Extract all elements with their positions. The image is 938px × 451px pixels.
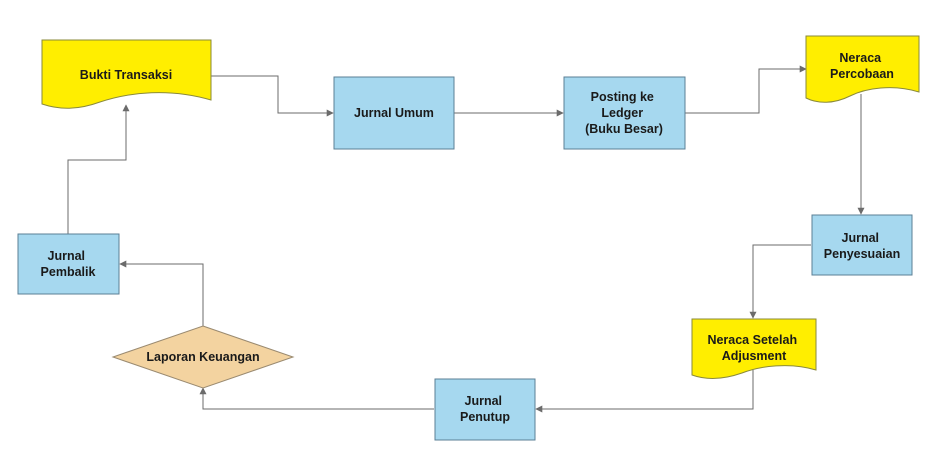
process-shape — [811, 214, 913, 276]
node-jurnal-umum[interactable]: Jurnal Umum — [333, 76, 455, 150]
node-label: Posting ke Ledger (Buku Besar) — [585, 90, 663, 136]
edge-penyesuaian-to-neraca-setelah — [749, 244, 811, 319]
node-label: Jurnal Umum — [354, 106, 434, 120]
edge-posting-to-neraca-percobaan — [685, 65, 807, 114]
edge-pembalik-to-bukti — [67, 104, 130, 234]
edge-laporan-to-pembalik — [119, 260, 204, 326]
node-label: Jurnal Penyesuaian — [824, 231, 900, 261]
decision-shape — [111, 325, 295, 389]
node-posting-ledger[interactable]: Posting ke Ledger (Buku Besar) — [563, 76, 686, 150]
node-neraca-setelah-adjusment[interactable]: Neraca Setelah Adjusment — [691, 318, 817, 379]
node-laporan-keuangan[interactable]: Laporan Keuangan — [111, 325, 295, 389]
document-shape — [805, 35, 920, 103]
node-label: Neraca Percobaan — [830, 51, 894, 81]
node-jurnal-penutup[interactable]: Jurnal Penutup — [434, 378, 536, 441]
node-label: Laporan Keuangan — [146, 350, 259, 364]
process-shape — [563, 76, 686, 150]
edge-bukti-to-jurnal-umum — [211, 75, 334, 117]
node-label: Jurnal Penutup — [460, 394, 510, 424]
node-group: Bukti Transaksi Jurnal Umum Posting ke L… — [17, 35, 920, 441]
process-shape — [333, 76, 455, 150]
edge-neraca-setelah-to-penutup — [535, 370, 754, 413]
node-jurnal-pembalik[interactable]: Jurnal Pembalik — [17, 233, 120, 295]
node-label: Bukti Transaksi — [80, 68, 172, 82]
node-bukti-transaksi[interactable]: Bukti Transaksi — [41, 39, 212, 109]
edge-penutup-to-laporan — [199, 387, 434, 410]
process-shape — [434, 378, 536, 441]
document-shape — [41, 39, 212, 109]
process-shape — [17, 233, 120, 295]
connector-group — [67, 65, 865, 413]
document-shape — [691, 318, 817, 379]
node-jurnal-penyesuaian[interactable]: Jurnal Penyesuaian — [811, 214, 913, 276]
node-neraca-percobaan[interactable]: Neraca Percobaan — [805, 35, 920, 103]
node-label: Jurnal Pembalik — [41, 249, 96, 279]
node-label: Neraca Setelah Adjusment — [707, 333, 800, 363]
